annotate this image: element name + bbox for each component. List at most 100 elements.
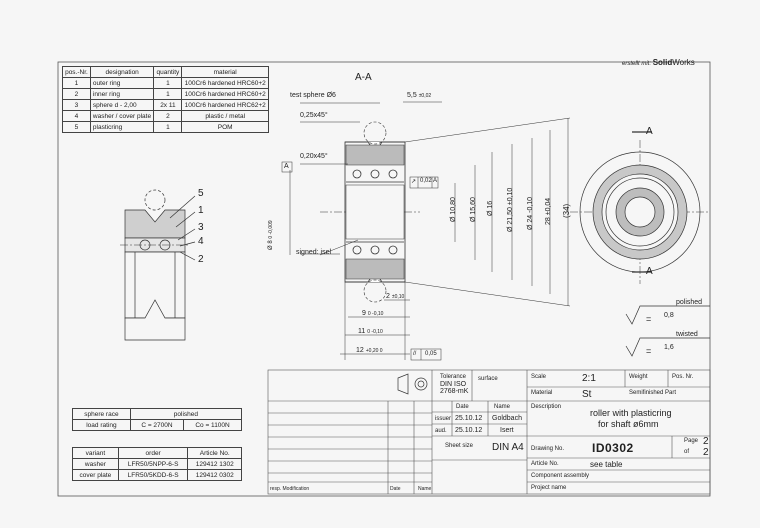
shaft-dia: Ø 8 0 -0,009 bbox=[268, 220, 274, 250]
tolerance-label: Tolerance bbox=[440, 374, 467, 380]
aud-name: Isert bbox=[500, 427, 514, 434]
scale-label: Scale bbox=[531, 374, 547, 380]
issuer-name: Goldbach bbox=[492, 415, 522, 422]
parts-table-header: pos.-Nr. designation quantity material bbox=[62, 66, 269, 78]
dim-2: 2 ±0,10 bbox=[386, 293, 405, 300]
dim-v-7: (34) bbox=[562, 203, 571, 218]
article-value: see table bbox=[590, 460, 623, 469]
assembly-view bbox=[120, 189, 196, 341]
title-block-lines bbox=[267, 369, 711, 495]
aud-date: 25.10.12 bbox=[455, 427, 483, 434]
dim-12: 12 +0,20 0 bbox=[356, 347, 383, 354]
parts-table: pos.-Nr. designation quantity material 1… bbox=[62, 66, 269, 133]
surface-eq-1: = bbox=[646, 314, 652, 324]
rev-label: resp. Modification bbox=[270, 486, 310, 492]
chamfer-2: 0,20x45° bbox=[300, 153, 328, 160]
side-label-bottom: A bbox=[646, 266, 653, 277]
of-label: of bbox=[684, 449, 690, 455]
projection-symbol-icon bbox=[397, 373, 428, 395]
col-quantity: quantity bbox=[153, 66, 183, 78]
project-label: Project name bbox=[531, 485, 567, 491]
sheet-size-label: Sheet size bbox=[445, 443, 474, 449]
runout-val: 0,02 bbox=[420, 178, 432, 184]
test-sphere-label: test sphere Ø6 bbox=[290, 92, 336, 99]
description-label: Description bbox=[531, 404, 562, 410]
material-label: Material bbox=[531, 390, 553, 396]
sheet-frame bbox=[57, 61, 711, 497]
page-value: 2 bbox=[703, 436, 709, 447]
aud-label: aud. bbox=[435, 428, 447, 434]
created-with: erstellt mit: SolidWorks bbox=[622, 58, 695, 67]
callout-2: 2 bbox=[198, 254, 204, 265]
article-label: Article No. bbox=[531, 461, 559, 467]
dim-v-1: Ø 10,80 bbox=[450, 197, 457, 222]
surface-val-2: 1,6 bbox=[664, 344, 674, 351]
issuer-date: 25.10.12 bbox=[455, 415, 483, 422]
drawing-no-label: Drawing No. bbox=[531, 446, 565, 452]
page-label: Page bbox=[684, 438, 699, 444]
surface-val-1: 0,8 bbox=[664, 312, 674, 319]
material-value: St bbox=[582, 389, 592, 400]
dim-v-3: Ø 16 bbox=[487, 200, 494, 216]
drawing-no-value: ID0302 bbox=[592, 441, 634, 455]
scale-value: 2:1 bbox=[582, 373, 596, 384]
dim-v-4: Ø 21,50 ±0,10 bbox=[507, 187, 514, 232]
sheet-size-value: DIN A4 bbox=[492, 442, 524, 453]
signed-label: signed: isel bbox=[296, 249, 332, 256]
dim-v-6: 28 ±0,04 bbox=[545, 197, 552, 225]
of-value: 2 bbox=[703, 447, 709, 458]
col-pos: pos.-Nr. bbox=[62, 66, 91, 78]
callout-5: 5 bbox=[198, 188, 204, 199]
surface-label: surface bbox=[478, 376, 498, 382]
description-line2: for shaft ø6mm bbox=[598, 419, 659, 429]
surface-label-2: twisted bbox=[676, 331, 698, 338]
weight-label: Weight bbox=[629, 374, 648, 380]
name-label: Name bbox=[494, 404, 511, 410]
pos-label: Pos. Nr. bbox=[672, 374, 694, 380]
col-material: material bbox=[181, 66, 269, 78]
callout-3: 3 bbox=[198, 222, 204, 233]
section-dimensions bbox=[281, 101, 571, 361]
rev-name-label: Name bbox=[418, 486, 432, 492]
dim-11: 11 0 -0,10 bbox=[358, 328, 383, 335]
surface-eq-2: = bbox=[646, 346, 652, 356]
dim-v-2: Ø 15,60 bbox=[470, 197, 477, 222]
callout-4: 4 bbox=[198, 236, 204, 247]
brand-solid: Solid bbox=[652, 58, 673, 67]
side-view bbox=[570, 131, 710, 284]
section-title: A-A bbox=[355, 72, 372, 83]
parallel-sym: // bbox=[413, 351, 417, 357]
surface-label-1: polished bbox=[676, 299, 703, 306]
section-view bbox=[320, 121, 420, 303]
date-label: Date bbox=[456, 404, 469, 410]
col-designation: designation bbox=[89, 66, 155, 78]
parallel-val: 0,05 bbox=[425, 351, 437, 357]
side-label-top: A bbox=[646, 126, 653, 137]
brand-works: Works bbox=[672, 58, 695, 67]
dim-9: 9 0 -0,10 bbox=[362, 310, 384, 317]
semifinished-label: Semifinished Part bbox=[629, 390, 677, 396]
component-label: Component assembly bbox=[531, 473, 590, 479]
dim-v-5: Ø 24 -0,10 bbox=[527, 196, 534, 230]
rev-date-label: Date bbox=[390, 486, 401, 492]
chamfer-1: 0,25x45° bbox=[300, 112, 328, 119]
tolerance-value: DIN ISO 2768-mK bbox=[440, 381, 469, 395]
runout-sym: ↗ bbox=[411, 179, 417, 185]
runout-datum: A bbox=[433, 178, 438, 184]
issuer-label: issuer bbox=[435, 416, 452, 422]
dim-5-5: 5,5 ±0,02 bbox=[407, 92, 432, 99]
variant-table-header: variant order Article No. bbox=[72, 447, 242, 459]
